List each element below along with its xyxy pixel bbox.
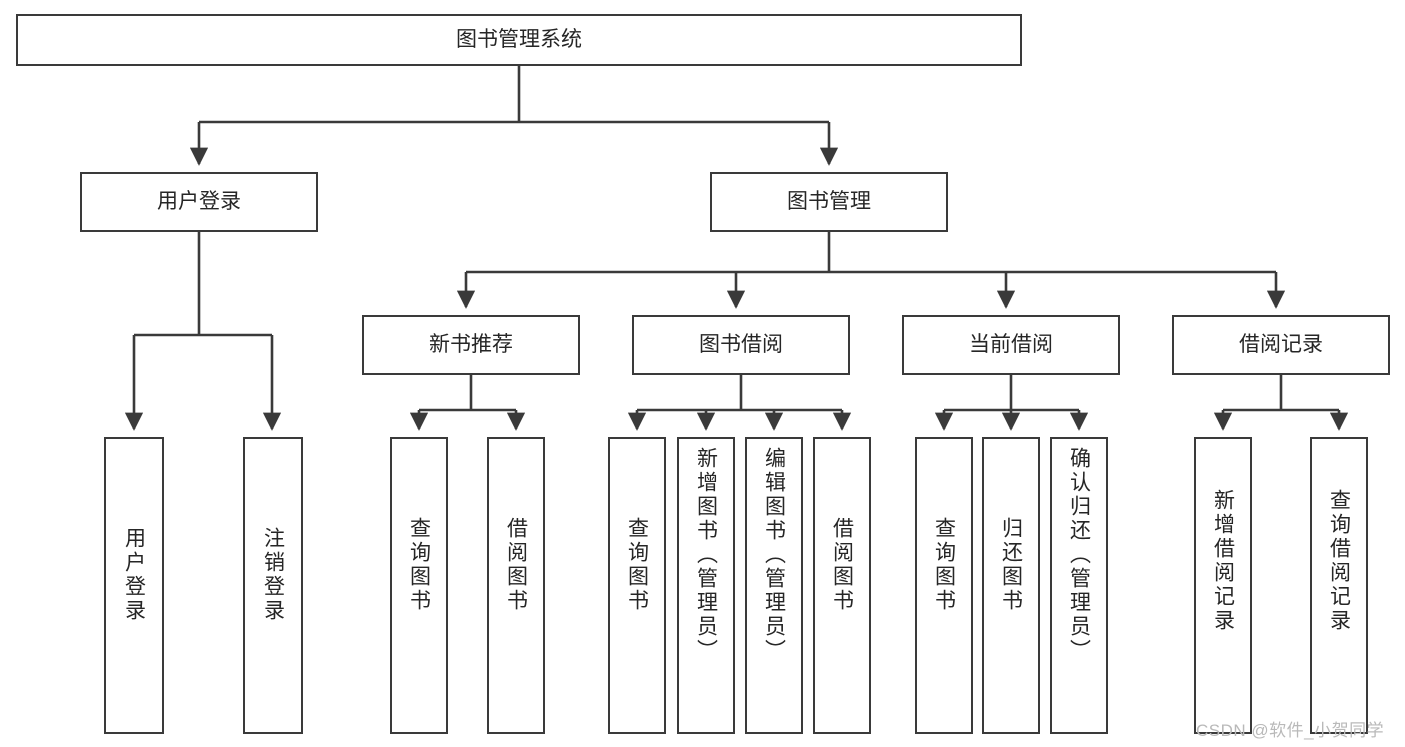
node-leaf-add-book-admin-label: 新增图书（管理员） (694, 447, 718, 663)
node-leaf-logout[interactable]: 注销登录 (243, 437, 303, 734)
node-leaf-borrow-book[interactable]: 借阅图书 (813, 437, 871, 734)
node-borrow-record-label: 借阅记录 (1239, 332, 1323, 356)
node-leaf-borrow-book-recommend-label: 借阅图书 (504, 517, 528, 613)
csdn-watermark: CSDN @软件_小贺同学 (1196, 721, 1385, 740)
node-leaf-user-login[interactable]: 用户登录 (104, 437, 164, 734)
node-leaf-query-borrow-record[interactable]: 查询借阅记录 (1310, 437, 1368, 734)
node-leaf-query-book-recommend-label: 查询图书 (407, 517, 431, 613)
node-leaf-edit-book-admin[interactable]: 编辑图书（管理员） (745, 437, 803, 734)
node-root-label: 图书管理系统 (456, 27, 582, 51)
node-book-borrow-label: 图书借阅 (699, 332, 783, 356)
node-leaf-confirm-return-admin-label: 确认归还（管理员） (1067, 447, 1091, 663)
node-current-borrow[interactable]: 当前借阅 (902, 315, 1120, 375)
node-book-manage-label: 图书管理 (787, 189, 871, 213)
node-borrow-record[interactable]: 借阅记录 (1172, 315, 1390, 375)
node-leaf-borrow-book-label: 借阅图书 (830, 517, 854, 613)
node-root[interactable]: 图书管理系统 (16, 14, 1022, 66)
node-leaf-confirm-return-admin[interactable]: 确认归还（管理员） (1050, 437, 1108, 734)
node-leaf-query-book-current[interactable]: 查询图书 (915, 437, 973, 734)
node-new-book-recommend[interactable]: 新书推荐 (362, 315, 580, 375)
node-leaf-add-book-admin[interactable]: 新增图书（管理员） (677, 437, 735, 734)
node-leaf-query-book-current-label: 查询图书 (932, 517, 956, 613)
node-leaf-return-book[interactable]: 归还图书 (982, 437, 1040, 734)
node-leaf-query-book-borrow-label: 查询图书 (625, 517, 649, 613)
node-leaf-add-borrow-record[interactable]: 新增借阅记录 (1194, 437, 1252, 734)
node-leaf-logout-label: 注销登录 (261, 527, 285, 623)
node-leaf-user-login-label: 用户登录 (122, 527, 146, 623)
node-new-book-recommend-label: 新书推荐 (429, 332, 513, 356)
node-leaf-add-borrow-record-label: 新增借阅记录 (1211, 489, 1235, 633)
node-leaf-return-book-label: 归还图书 (999, 517, 1023, 613)
node-leaf-query-book-borrow[interactable]: 查询图书 (608, 437, 666, 734)
node-user-login[interactable]: 用户登录 (80, 172, 318, 232)
node-current-borrow-label: 当前借阅 (969, 332, 1053, 356)
node-book-manage[interactable]: 图书管理 (710, 172, 948, 232)
node-book-borrow[interactable]: 图书借阅 (632, 315, 850, 375)
node-user-login-label: 用户登录 (157, 189, 241, 213)
node-leaf-edit-book-admin-label: 编辑图书（管理员） (762, 447, 786, 663)
node-leaf-query-borrow-record-label: 查询借阅记录 (1327, 489, 1351, 633)
node-leaf-query-book-recommend[interactable]: 查询图书 (390, 437, 448, 734)
node-leaf-borrow-book-recommend[interactable]: 借阅图书 (487, 437, 545, 734)
